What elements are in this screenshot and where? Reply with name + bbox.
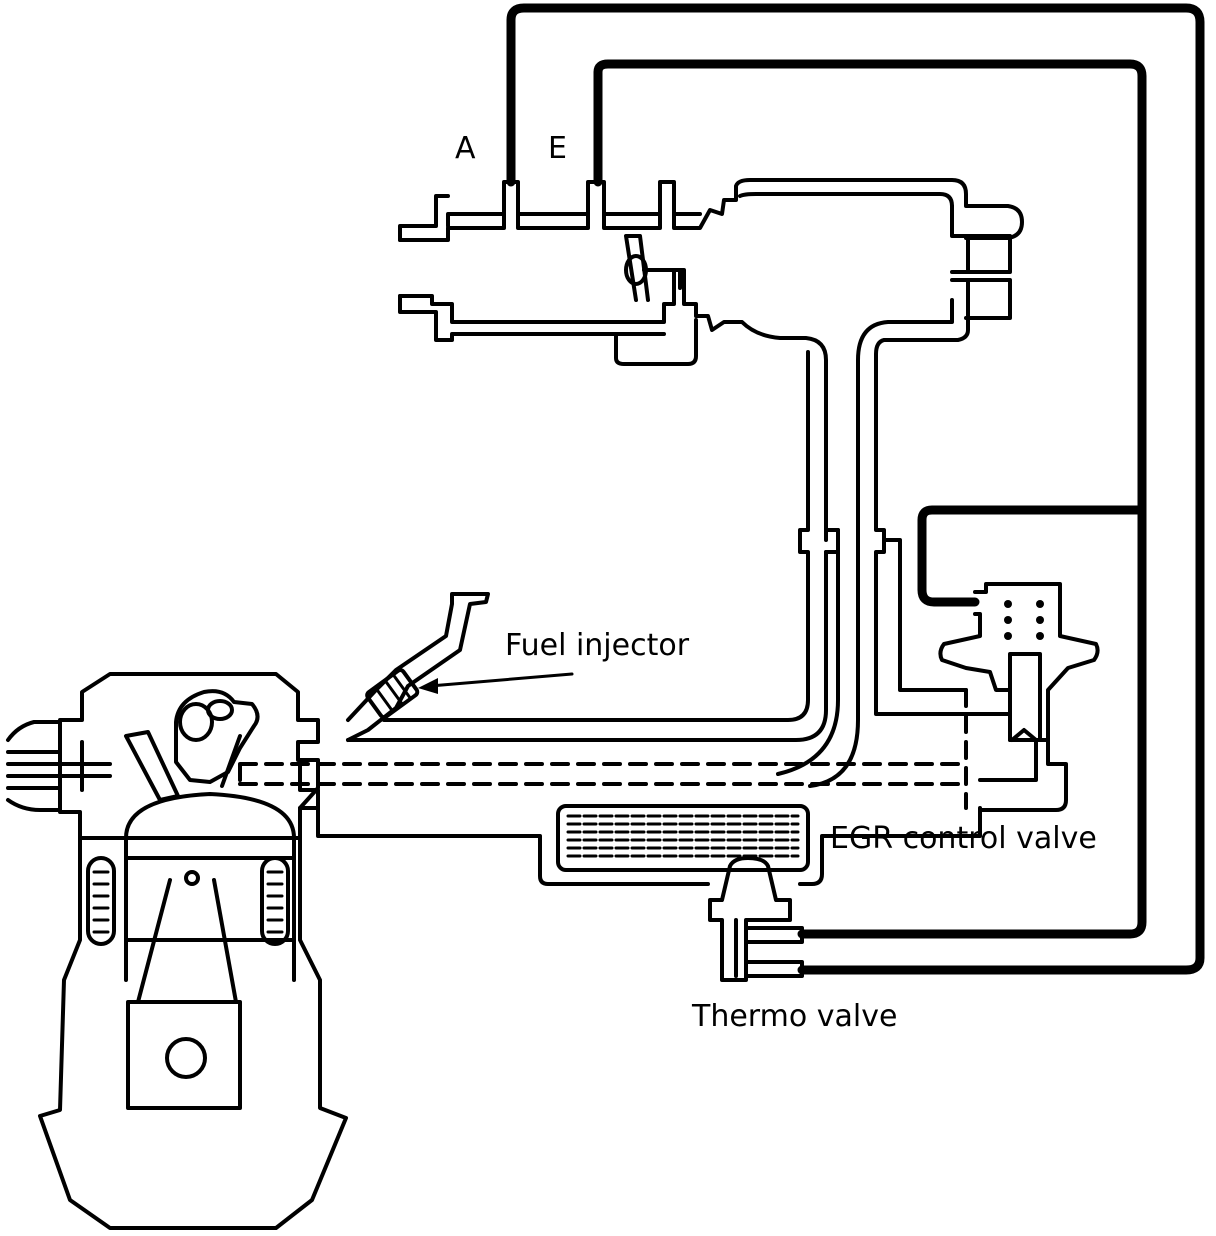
- label-port-e: E: [548, 131, 567, 166]
- heat-exchanger-fins: [566, 814, 800, 858]
- piston: [124, 792, 296, 942]
- fuel-injector: [346, 592, 490, 742]
- engine-block: [38, 836, 348, 1230]
- fuel-injector-body: [365, 668, 420, 720]
- cooling-jacket-left: [86, 856, 116, 946]
- label-port-a: A: [455, 131, 476, 166]
- egr-valve-diaphragm-bolts: [1004, 600, 1044, 640]
- label-egr-control-valve: EGR control valve: [830, 821, 1097, 856]
- intake-runner-wires: [6, 720, 112, 812]
- rocker-arm: [174, 689, 260, 788]
- carburetor: [398, 178, 1024, 542]
- vacuum-hose-a: [506, 3, 1205, 975]
- vacuum-hose-egr-signal: [917, 505, 1147, 607]
- fuel-injector-pointer-arrow: [418, 672, 574, 694]
- thermo-valve: [708, 856, 804, 982]
- exhaust-manifold: [298, 758, 982, 886]
- label-thermo-valve: Thermo valve: [691, 999, 897, 1034]
- intake-valve: [124, 730, 180, 802]
- cooling-jacket-right: [260, 856, 290, 946]
- label-fuel-injector: Fuel injector: [505, 628, 690, 663]
- vacuum-hose-e: [593, 59, 1147, 939]
- intake-riser: [346, 298, 1012, 788]
- egr-control-valve: [938, 582, 1100, 812]
